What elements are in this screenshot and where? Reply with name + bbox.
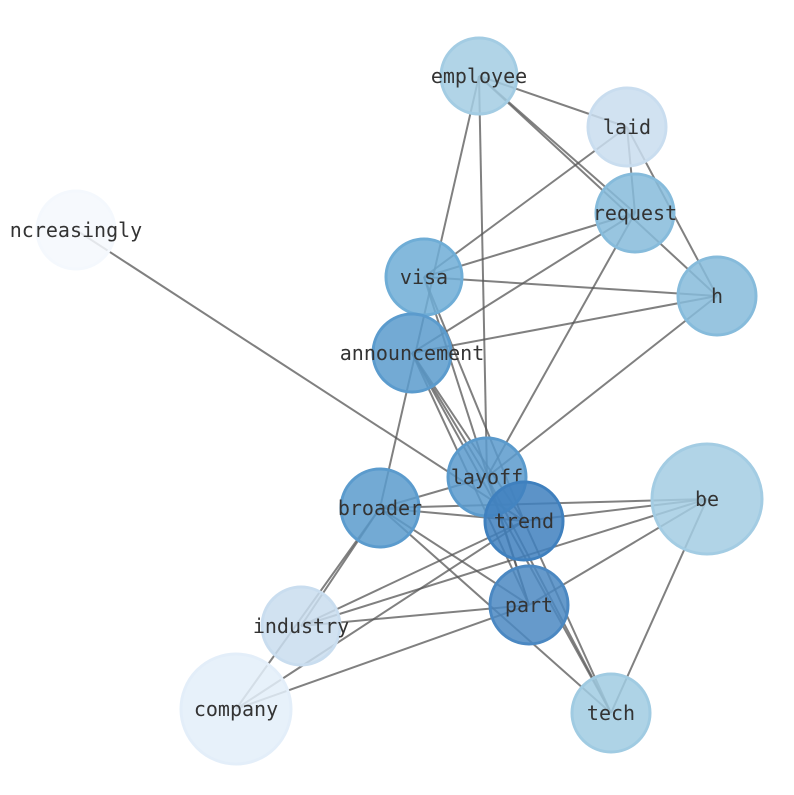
node-circle: [35, 189, 117, 271]
node-company[interactable]: company: [179, 652, 293, 766]
node-circle: [339, 467, 421, 549]
node-broader[interactable]: broader: [338, 467, 422, 549]
node-circle: [570, 672, 652, 754]
node-trend[interactable]: trend: [483, 480, 565, 562]
edge-visa-h: [423, 276, 718, 297]
node-label: employee: [431, 64, 527, 88]
node-label: request: [593, 201, 677, 225]
edges-layer: [75, 75, 718, 714]
node-label: visa: [400, 265, 448, 289]
node-circle: [586, 86, 668, 168]
node-label: be: [695, 487, 719, 511]
node-label: announcement: [340, 341, 485, 365]
node-laid[interactable]: laid: [586, 86, 668, 168]
edge-be-industry: [300, 498, 708, 627]
node-ncreasingly[interactable]: ncreasingly: [10, 189, 142, 271]
edge-trend-industry: [300, 520, 525, 627]
node-request[interactable]: request: [593, 172, 677, 254]
edge-employee-layoff: [478, 75, 488, 478]
edge-employee-h: [478, 75, 718, 297]
node-circle: [439, 36, 519, 116]
node-circle: [371, 312, 453, 394]
node-tech[interactable]: tech: [570, 672, 652, 754]
node-label: laid: [603, 115, 651, 139]
node-label: broader: [338, 496, 422, 520]
node-industry[interactable]: industry: [253, 585, 349, 667]
node-circle: [179, 652, 293, 766]
node-label: industry: [253, 614, 349, 638]
edge-h-layoff: [486, 295, 718, 478]
edge-trend-company: [235, 520, 525, 710]
node-circle: [488, 564, 570, 646]
node-h[interactable]: h: [676, 255, 758, 337]
node-label: company: [194, 697, 278, 721]
node-label: part: [505, 593, 553, 617]
nodes-layer: employee laid request h visa announcement ncre…: [10, 36, 764, 766]
node-visa[interactable]: visa: [384, 237, 464, 317]
edge-laid-visa: [423, 126, 628, 278]
node-label: ncreasingly: [10, 218, 142, 242]
node-label: tech: [587, 701, 635, 725]
node-circle: [594, 172, 676, 254]
node-be[interactable]: be: [650, 442, 764, 556]
node-label: h: [711, 284, 723, 308]
edge-request-layoff: [486, 212, 636, 478]
edge-announcement-h: [411, 295, 718, 354]
node-circle: [260, 585, 342, 667]
node-circle: [650, 442, 764, 556]
node-employee[interactable]: employee: [431, 36, 527, 116]
node-announcement[interactable]: announcement: [340, 312, 485, 394]
node-circle: [483, 480, 565, 562]
node-part[interactable]: part: [488, 564, 570, 646]
node-circle: [676, 255, 758, 337]
node-label: trend: [494, 509, 554, 533]
